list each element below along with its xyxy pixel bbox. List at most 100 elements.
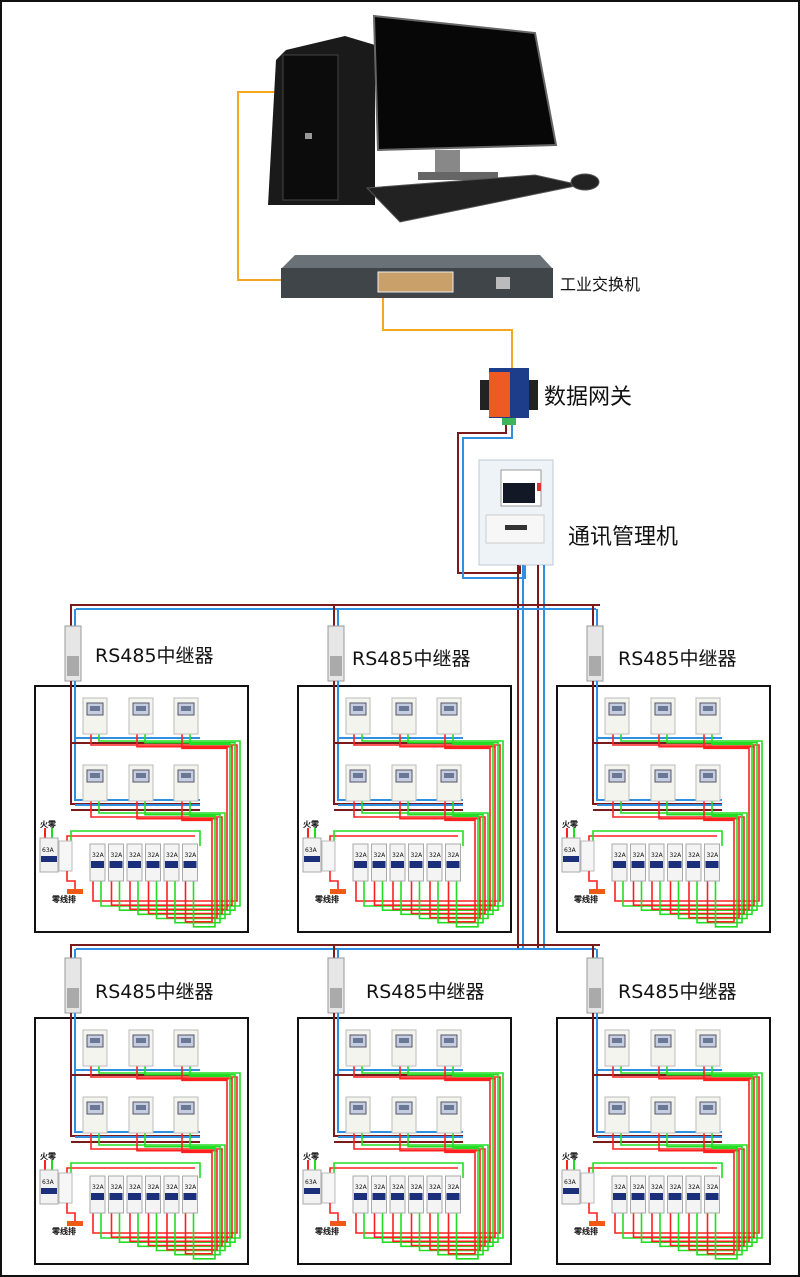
branch-breaker: 32A bbox=[352, 1175, 369, 1214]
energy-meter bbox=[345, 1029, 371, 1067]
breaker-handle bbox=[668, 861, 682, 868]
meter-lcd bbox=[136, 1038, 146, 1043]
rs485-panel-wire bbox=[337, 681, 463, 801]
energy-meter bbox=[345, 697, 371, 735]
neutral-bar bbox=[330, 889, 346, 894]
branch-breaker: 32A bbox=[426, 843, 443, 882]
breaker-handle bbox=[687, 861, 700, 868]
breaker-handle bbox=[428, 861, 441, 868]
branch-breaker: 32A bbox=[630, 843, 646, 882]
meter-lcd bbox=[703, 706, 713, 711]
neutral-wire bbox=[620, 1065, 763, 1239]
neutral-bar-label: 零线排 bbox=[573, 894, 598, 904]
breaker-rating: 32A bbox=[429, 1184, 442, 1191]
breaker-rating: 32A bbox=[633, 1184, 646, 1191]
live-wire bbox=[129, 1065, 228, 1243]
repeater-label: RS485中继器 bbox=[618, 648, 737, 670]
breaker-rating: 32A bbox=[614, 852, 627, 859]
neutral-wire bbox=[189, 1132, 216, 1260]
live-neutral-label: 火零 bbox=[562, 819, 579, 829]
neutral-wire bbox=[98, 800, 226, 920]
breaker-handle bbox=[446, 861, 460, 868]
repeater-terminals bbox=[589, 656, 601, 676]
neutral-wire bbox=[98, 1132, 226, 1252]
breaker-rating: 32A bbox=[670, 1184, 683, 1191]
neutral-wire bbox=[118, 1065, 236, 1243]
branch-breaker: 32A bbox=[445, 843, 461, 882]
live-wire bbox=[110, 1065, 233, 1238]
live-wire bbox=[444, 1132, 476, 1255]
neutral-bar-label: 零线排 bbox=[314, 894, 339, 904]
live-wire bbox=[90, 1065, 238, 1234]
rs485-panel-wire bbox=[596, 681, 722, 801]
live-wire bbox=[90, 1132, 223, 1247]
live-wire bbox=[444, 800, 476, 923]
branch-breaker: 32A bbox=[145, 843, 161, 882]
live-wire bbox=[353, 1065, 501, 1234]
meter-lcd bbox=[612, 1038, 622, 1043]
branch-breaker: 32A bbox=[648, 1175, 665, 1214]
live-neutral-label: 火零 bbox=[303, 1151, 320, 1161]
branch-breaker: 32A bbox=[126, 843, 143, 882]
breaker-rating: 32A bbox=[166, 1184, 179, 1191]
live-wire bbox=[703, 800, 735, 923]
neutral-terminal bbox=[580, 1172, 595, 1204]
breaker-handle bbox=[650, 861, 663, 868]
breaker-rating: 32A bbox=[374, 1184, 387, 1191]
main-breaker-rating: 63A bbox=[564, 1179, 577, 1186]
breaker-handle bbox=[165, 1193, 178, 1200]
live-wire bbox=[353, 1132, 486, 1247]
energy-meter bbox=[345, 1096, 371, 1134]
neutral-wire bbox=[711, 1132, 738, 1260]
energy-meter bbox=[82, 1029, 108, 1067]
live-wire bbox=[181, 1132, 213, 1255]
rs485-panel-wire bbox=[74, 1013, 200, 1133]
breaker-rating: 32A bbox=[411, 1184, 424, 1191]
breaker-rating: 32A bbox=[614, 1184, 627, 1191]
neutral-terminal bbox=[58, 1172, 73, 1204]
breaker-handle bbox=[165, 861, 178, 868]
main-breaker-rating: 63A bbox=[305, 847, 318, 854]
meter-lcd bbox=[181, 706, 191, 711]
breaker-handle bbox=[687, 1193, 700, 1200]
energy-meter bbox=[82, 697, 108, 735]
energy-meter bbox=[128, 1029, 154, 1067]
meter-lcd bbox=[658, 1038, 668, 1043]
breaker-handle bbox=[128, 861, 141, 868]
live-wire bbox=[373, 1065, 496, 1238]
main-breaker bbox=[561, 1169, 581, 1205]
panel-enclosure bbox=[34, 1017, 249, 1265]
breaker-rating: 32A bbox=[111, 1184, 124, 1191]
neutral-wire bbox=[361, 1065, 504, 1239]
live-wire bbox=[399, 1132, 481, 1251]
energy-meter bbox=[695, 764, 721, 802]
meter-lcd bbox=[703, 1038, 713, 1043]
neutral-bar-wire bbox=[329, 871, 339, 889]
breaker-handle bbox=[631, 1193, 645, 1200]
breaker-handle bbox=[668, 1193, 682, 1200]
gateway-manager-wires bbox=[457, 425, 526, 579]
breaker-rating: 32A bbox=[166, 852, 179, 859]
main-breaker-handle bbox=[41, 1188, 57, 1194]
meter-lcd bbox=[612, 706, 622, 711]
meter-lcd bbox=[444, 706, 454, 711]
energy-meter bbox=[345, 764, 371, 802]
energy-meter bbox=[650, 1029, 676, 1067]
meter-lcd bbox=[658, 773, 668, 778]
repeater-label: RS485中继器 bbox=[95, 981, 214, 1003]
live-wire bbox=[181, 800, 213, 923]
energy-meter bbox=[604, 1029, 630, 1067]
breaker-rating: 32A bbox=[129, 852, 142, 859]
breaker-rating: 32A bbox=[392, 1184, 405, 1191]
breaker-rating: 32A bbox=[92, 852, 105, 859]
live-wire bbox=[392, 733, 491, 911]
branch-breaker: 32A bbox=[126, 1175, 143, 1214]
panel-enclosure bbox=[556, 1017, 771, 1265]
breaker-handle bbox=[372, 861, 386, 868]
neutral-bar bbox=[67, 1221, 83, 1226]
branch-breaker: 32A bbox=[667, 1175, 683, 1214]
breaker-rating: 32A bbox=[688, 1184, 701, 1191]
energy-meter bbox=[173, 1096, 199, 1134]
